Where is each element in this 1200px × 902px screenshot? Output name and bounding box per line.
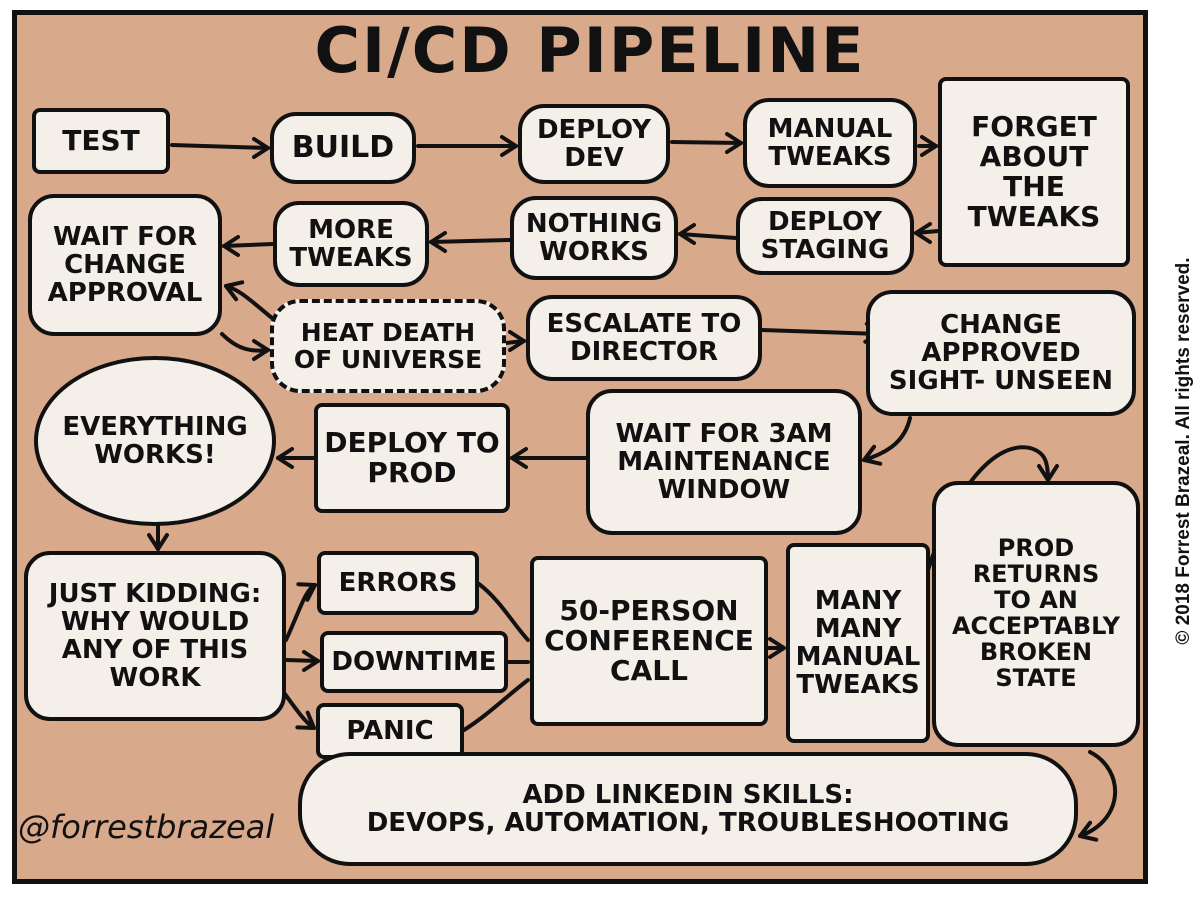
arrow-wait-approval-to-heat-death bbox=[220, 332, 270, 353]
arrow-test-to-build bbox=[170, 143, 270, 150]
author-signature: @forrestbrazeal bbox=[18, 808, 275, 846]
arrowhead-forget-to-deploy-staging bbox=[914, 222, 932, 244]
step-manual-tweaks: MANUAL TWEAKS bbox=[743, 98, 917, 188]
step-deploy-to-prod: DEPLOY TO PROD bbox=[314, 403, 510, 513]
step-deploy-dev: DEPLOY DEV bbox=[518, 104, 670, 184]
step-wait-for-3am-maintenance-window: WAIT FOR 3AM MAINTENANCE WINDOW bbox=[586, 389, 862, 535]
arrowhead-manual-tweaks-to-forget bbox=[920, 135, 938, 157]
arrowhead-everything-works-to-just-kidding bbox=[147, 533, 169, 551]
arrowhead-just-kidding-to-errors bbox=[296, 582, 317, 602]
step-50-person-conference-call: 50-PERSON CONFERENCE CALL bbox=[530, 556, 768, 726]
arrow-staging-to-nothing-works bbox=[678, 232, 738, 240]
step-build: BUILD bbox=[270, 112, 416, 184]
arrow-escalate-to-change-approved bbox=[760, 328, 882, 336]
arrow-panic-to-call bbox=[462, 678, 530, 732]
step-deploy-staging: DEPLOY STAGING bbox=[736, 197, 914, 275]
step-just-kidding: JUST KIDDING: WHY WOULD ANY OF THIS WORK bbox=[24, 551, 286, 721]
arrowhead-nothing-works-to-more-tweaks bbox=[429, 231, 447, 253]
arrowhead-heat-death-to-escalate bbox=[508, 330, 526, 352]
step-more-tweaks: MORE TWEAKS bbox=[273, 201, 429, 287]
arrowhead-staging-to-nothing-works bbox=[678, 223, 696, 245]
arrowhead-deploy-dev-to-manual-tweaks bbox=[725, 132, 743, 154]
step-nothing-works: NOTHING WORKS bbox=[510, 196, 678, 280]
arrowhead-change-approved-to-wait-3am bbox=[862, 444, 883, 466]
step-forget-about-the-tweaks: FORGET ABOUT THE TWEAKS bbox=[938, 77, 1130, 267]
step-change-approved-sight-unseen: CHANGE APPROVED SIGHT- UNSEEN bbox=[866, 290, 1136, 416]
arrow-errors-to-call bbox=[477, 582, 530, 642]
arrowhead-more-tweaks-to-wait-approval bbox=[222, 235, 240, 257]
diagram-title: CI/CD PIPELINE bbox=[314, 14, 866, 87]
step-escalate-to-director: ESCALATE TO DIRECTOR bbox=[526, 295, 762, 381]
step-heat-death-of-universe: HEAT DEATH OF UNIVERSE bbox=[270, 299, 506, 393]
arrow-change-approved-to-wait-3am bbox=[862, 416, 912, 462]
arrowhead-test-to-build bbox=[252, 137, 270, 159]
arrowhead-prod-returns-to-linkedin bbox=[1078, 820, 1099, 842]
arrowhead-just-kidding-to-panic bbox=[295, 710, 316, 730]
step-add-linkedin-skills: ADD LINKEDIN SKILLS: DEVOPS, AUTOMATION,… bbox=[298, 752, 1078, 866]
step-everything-works: EVERYTHING WORKS! bbox=[34, 356, 276, 526]
step-test: TEST bbox=[32, 108, 170, 174]
arrow-prod-returns-to-linkedin bbox=[1078, 750, 1117, 838]
arrowhead-build-to-deploy-dev bbox=[500, 135, 518, 157]
arrowhead-deploy-prod-to-everything-works bbox=[276, 447, 294, 469]
arrow-nothing-works-to-more-tweaks bbox=[429, 238, 512, 244]
arrow-just-kidding-to-panic bbox=[280, 688, 316, 730]
arrow-heat-death-to-wait-approval bbox=[224, 284, 274, 320]
arrowhead-many-tweaks-to-prod-returns bbox=[1037, 464, 1059, 482]
step-prod-returns-acceptably-broken: PROD RETURNS TO AN ACCEPTABLY BROKEN STA… bbox=[932, 481, 1140, 747]
step-panic: PANIC bbox=[316, 703, 464, 759]
arrowhead-just-kidding-to-downtime bbox=[302, 650, 320, 672]
arrow-deploy-dev-to-manual-tweaks bbox=[670, 140, 743, 145]
step-errors: ERRORS bbox=[317, 551, 479, 615]
arrowhead-call-to-many-tweaks bbox=[768, 637, 786, 659]
arrow-just-kidding-to-downtime bbox=[284, 658, 320, 663]
arrowhead-heat-death-to-wait-approval bbox=[224, 280, 245, 302]
copyright-notice: © 2018 Forrest Brazeal. All rights reser… bbox=[1173, 257, 1194, 645]
step-wait-for-change-approval: WAIT FOR CHANGE APPROVAL bbox=[28, 194, 222, 336]
arrowhead-wait-approval-to-heat-death bbox=[252, 339, 270, 361]
arrow-more-tweaks-to-wait-approval bbox=[222, 242, 275, 248]
step-many-many-manual-tweaks: MANY MANY MANUAL TWEAKS bbox=[786, 543, 930, 743]
step-downtime: DOWNTIME bbox=[320, 631, 508, 693]
arrowhead-wait-3am-to-deploy-prod bbox=[510, 447, 528, 469]
